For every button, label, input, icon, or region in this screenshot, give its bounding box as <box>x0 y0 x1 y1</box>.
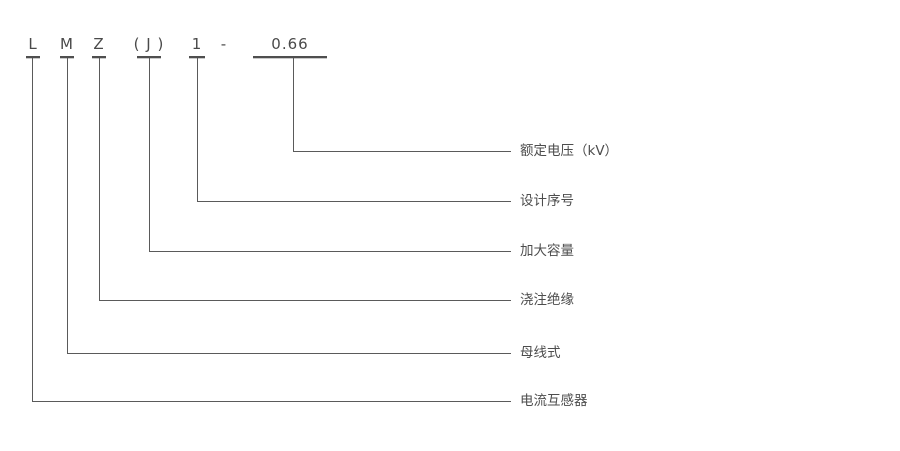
underline-l <box>26 56 40 59</box>
connector-vline-increased-capacity <box>149 58 150 252</box>
connector-vline-busbar-type <box>67 58 68 353</box>
connector-hline-current-transformer <box>32 401 511 402</box>
label-cast-insulation: 浇注绝缘 <box>520 292 574 308</box>
connector-hline-design-serial <box>197 201 511 202</box>
code-char-l: L <box>28 35 38 53</box>
connector-vline-current-transformer <box>32 58 33 401</box>
connector-vline-design-serial <box>197 58 198 202</box>
label-design-serial: 设计序号 <box>520 193 574 209</box>
connector-vline-rated-voltage <box>293 58 294 152</box>
connector-hline-increased-capacity <box>149 251 511 252</box>
label-current-transformer: 电流互感器 <box>520 393 588 409</box>
connector-vline-cast-insulation <box>99 58 100 301</box>
label-busbar-type: 母线式 <box>520 345 561 361</box>
code-char-0-66: 0.66 <box>271 35 309 53</box>
connector-hline-busbar-type <box>67 353 511 354</box>
label-rated-voltage: 额定电压（kV） <box>520 143 619 159</box>
connector-hline-cast-insulation <box>99 300 511 301</box>
code-char-j: ( J ) <box>133 35 165 53</box>
code-char-z: Z <box>93 35 105 53</box>
code-char-m: M <box>60 35 74 53</box>
connector-hline-rated-voltage <box>293 151 511 152</box>
underline-0-66 <box>253 56 327 59</box>
code-char-1: 1 <box>191 35 203 53</box>
label-increased-capacity: 加大容量 <box>520 243 574 259</box>
code-separator: - <box>220 35 228 53</box>
